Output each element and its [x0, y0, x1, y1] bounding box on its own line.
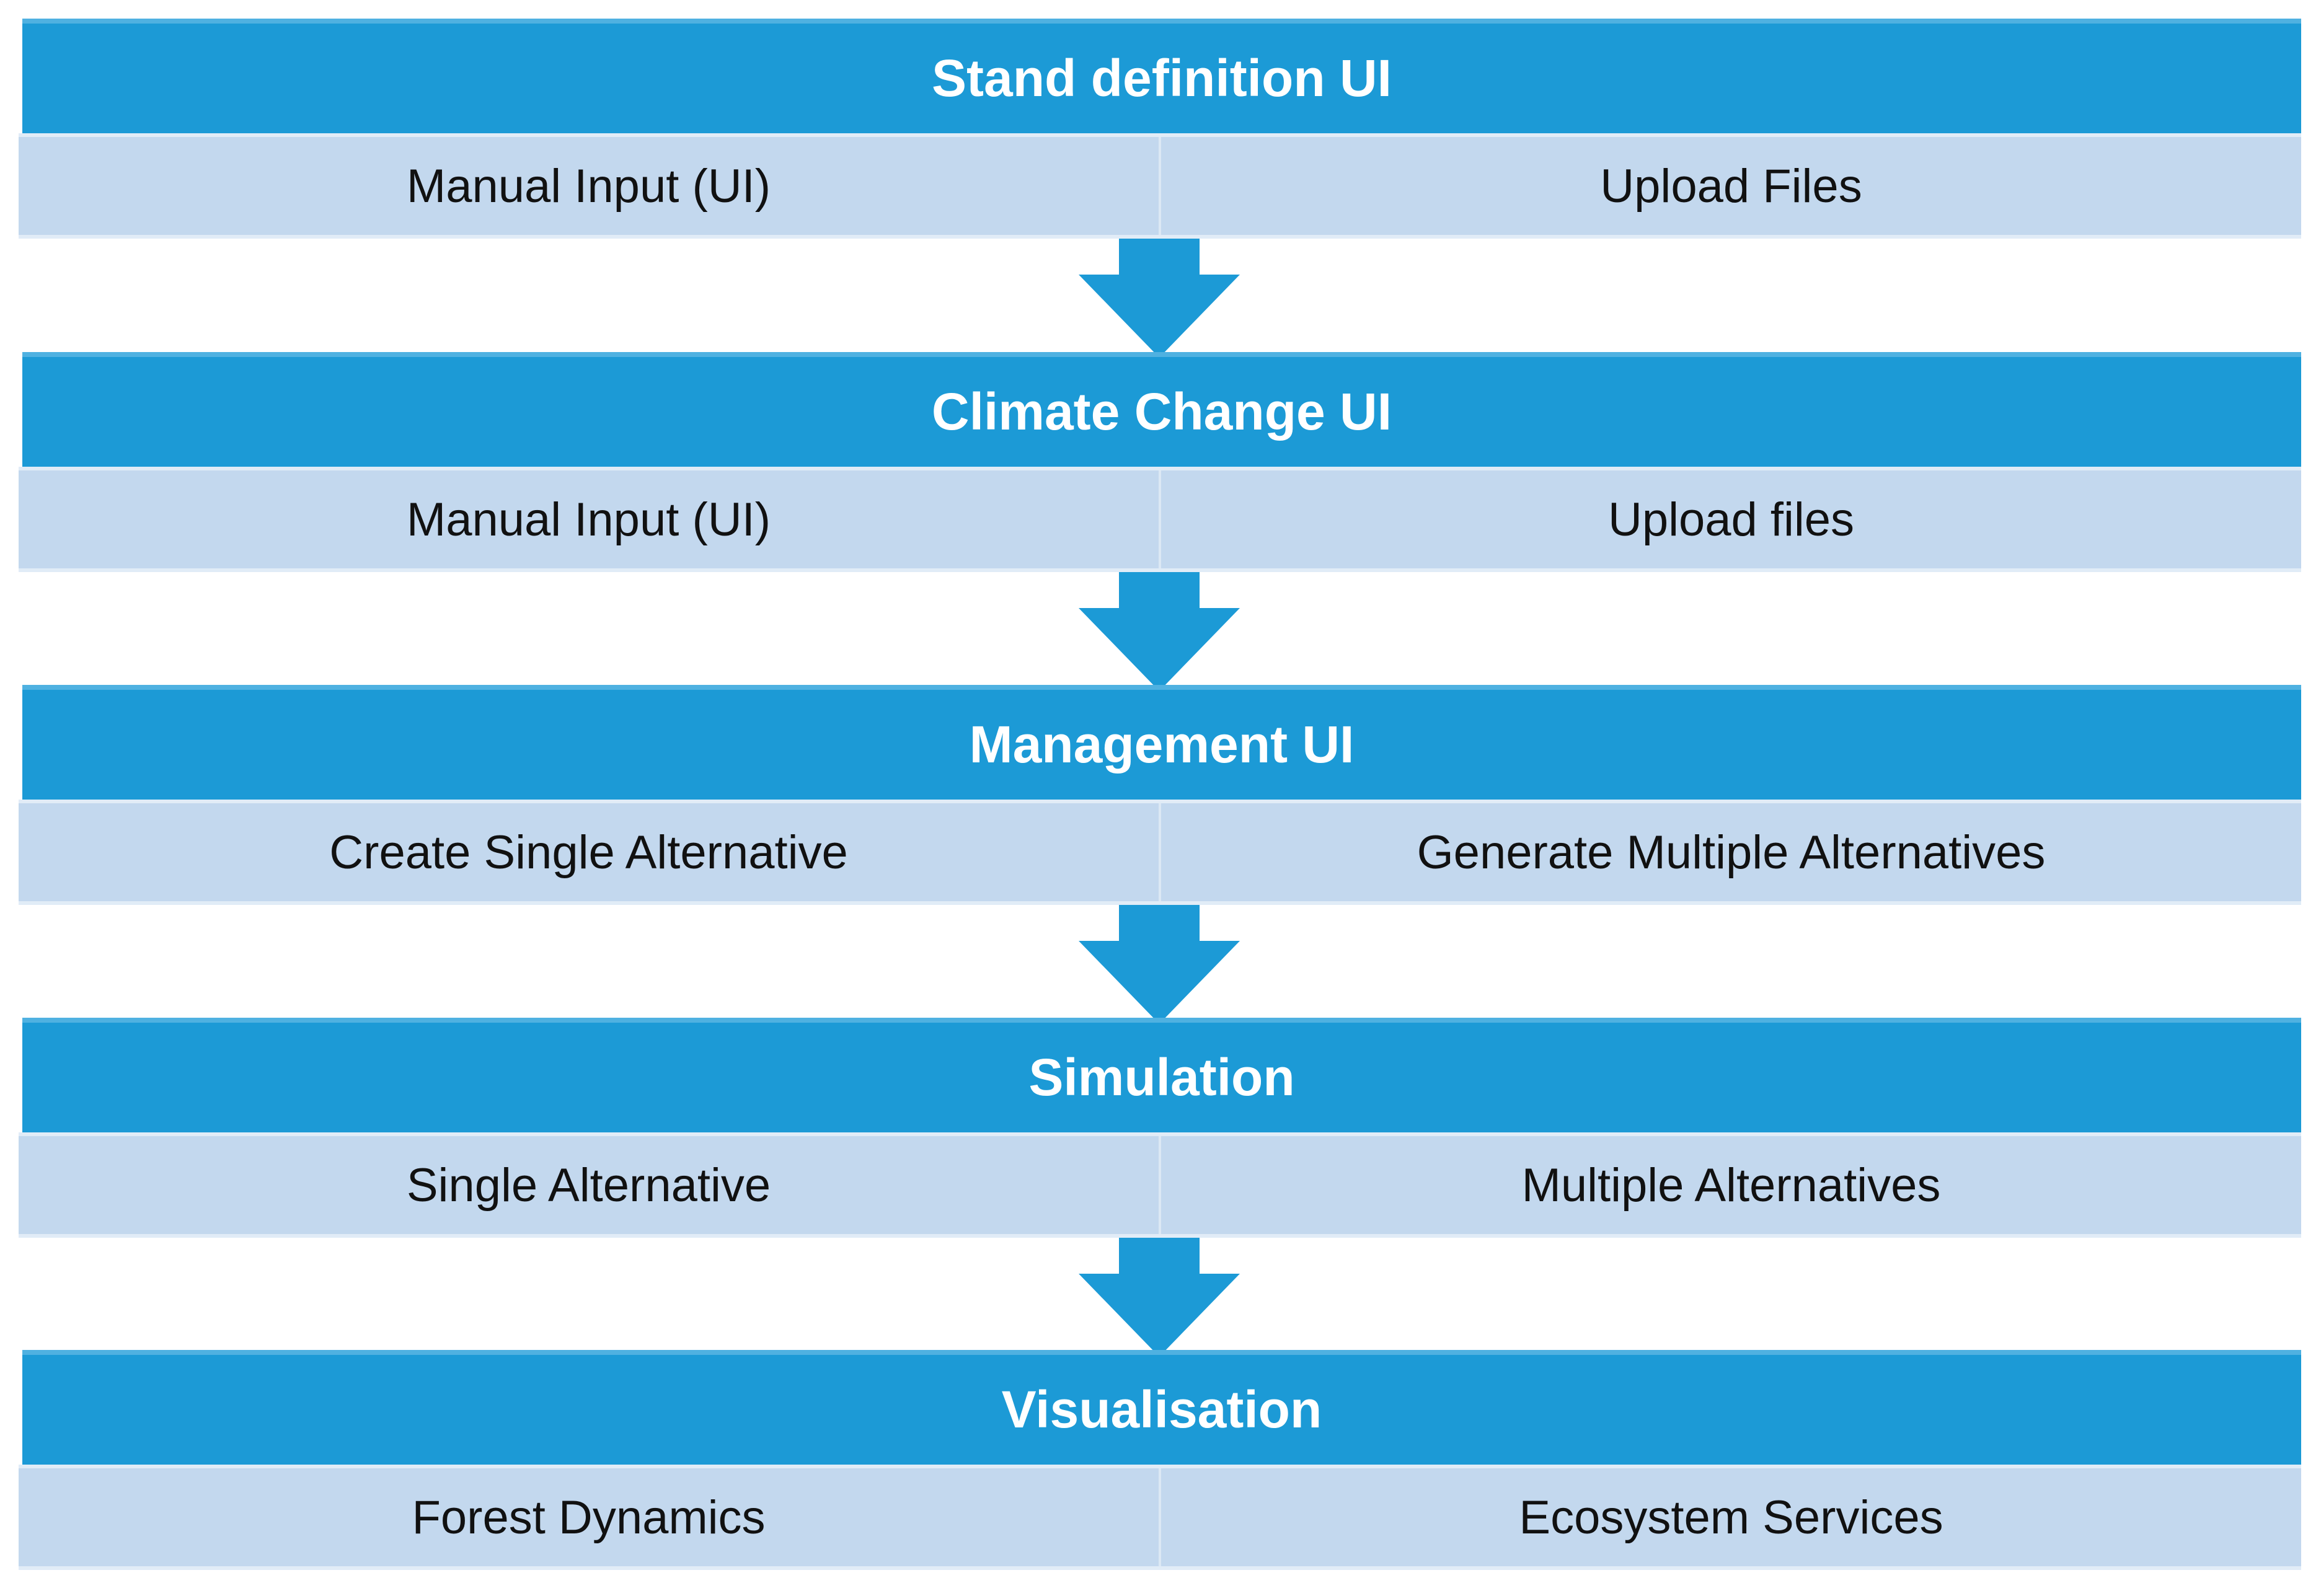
stage-2-right-option: Upload files	[1607, 493, 1855, 546]
stage-5-left-option: Forest Dynamics	[19, 1468, 1161, 1566]
stage-1-options: Manual Input (UI) Upload Files	[19, 133, 2301, 239]
stage-4-title: Simulation	[1028, 1048, 1295, 1106]
stage-3-left-option: Create Single Alternative	[19, 803, 1161, 901]
stage-4-left-option: Single Alternative	[19, 1136, 1161, 1234]
stage-5-options: Forest Dynamics Ecosystem Services	[19, 1465, 2301, 1570]
stage-1-header: Stand definition UI	[22, 19, 2301, 133]
stage-2-options: Manual Input (UI) Upload files	[19, 467, 2301, 572]
stage-4-header: Simulation	[22, 1018, 2301, 1132]
stage-3-right-option: Generate Multiple Alternatives	[1417, 826, 2046, 879]
down-arrow-3-icon	[1079, 905, 1240, 1024]
stage-2-title: Climate Change UI	[931, 382, 1392, 441]
stage-4-right-option: Multiple Alternatives	[1521, 1158, 1941, 1212]
down-arrow-2-icon	[1079, 572, 1240, 691]
stage-1-right-option: Upload Files	[1600, 159, 1862, 213]
stage-5-right-option: Ecosystem Services	[1519, 1491, 1943, 1544]
stage-3-title: Management UI	[969, 715, 1355, 774]
down-arrow-1-icon	[1079, 239, 1240, 358]
stage-3-options: Create Single Alternative Generate Multi…	[19, 800, 2301, 905]
stage-3-header: Management UI	[22, 685, 2301, 800]
stage-5-header: Visualisation	[22, 1350, 2301, 1465]
stage-2-left-option: Manual Input (UI)	[19, 470, 1161, 568]
stage-4-options: Single Alternative Multiple Alternatives	[19, 1132, 2301, 1238]
down-arrow-4-icon	[1079, 1238, 1240, 1357]
stage-1-left-option: Manual Input (UI)	[19, 137, 1161, 235]
stage-2-header: Climate Change UI	[22, 352, 2301, 467]
stage-5-title: Visualisation	[1001, 1380, 1322, 1439]
stage-1-title: Stand definition UI	[932, 49, 1392, 107]
